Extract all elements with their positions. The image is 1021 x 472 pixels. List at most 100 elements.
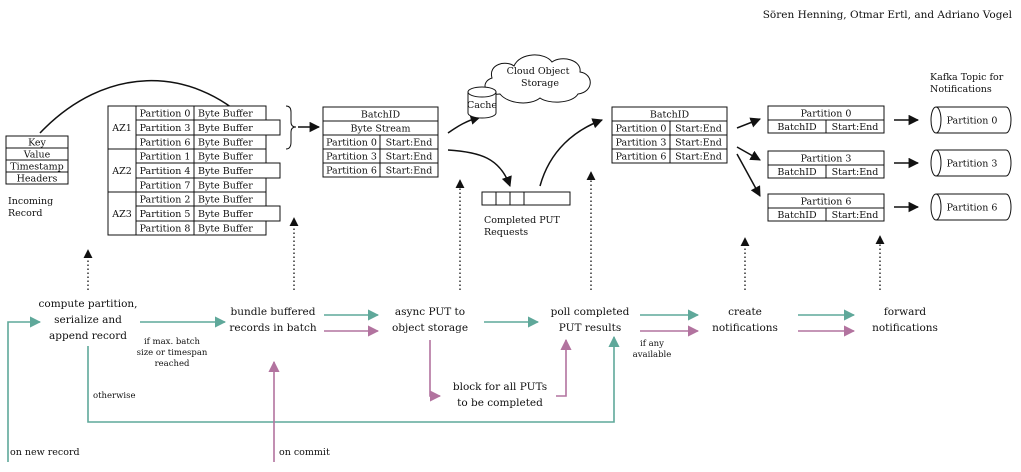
topic-partition-label: Partition 3 [947,159,998,170]
byte-buffer: Byte Buffer [198,138,253,149]
cloud-object-storage: Cloud Object Storage [484,54,591,104]
incoming-record-label-2: Record [8,208,42,219]
az1-brace [285,105,297,150]
topic-partition-label: Partition 6 [947,203,998,214]
batch-to-cloud-arrow [447,114,482,134]
buffer-partition: Partition 6 [140,138,191,149]
notification-6: Partition 6 BatchID Start:End [767,193,885,222]
condition-max-batch-2: size or timespan [137,348,208,358]
batch-partition: Partition 0 [326,138,377,149]
condition-max-batch-3: reached [155,359,190,369]
batch-to-requests-arrow [447,149,512,187]
batch-id: BatchID [361,110,401,121]
notification-id: BatchID [777,210,817,221]
condition-otherwise: otherwise [93,391,136,401]
step-forward-2: notifications [872,322,938,334]
byte-buffer: Byte Buffer [198,224,253,235]
batch-partition: Partition 3 [326,152,377,163]
notification-id: BatchID [777,122,817,133]
record-field-headers: Headers [17,174,58,185]
step-connectors [83,171,885,290]
zone-az1: AZ1 [111,123,132,134]
topic-partition-label: Partition 0 [947,116,998,127]
byte-buffer: Byte Buffer [198,181,253,192]
buffer-partition: Partition 3 [140,123,191,134]
byte-buffer: Byte Buffer [198,123,253,134]
results-partition: Partition 6 [616,152,667,163]
results-partition: Partition 3 [616,138,667,149]
topic-partition-3: Partition 3 [930,149,1012,177]
step-poll: poll completed [551,306,630,318]
incoming-record: Key Value Timestamp Headers Incoming Rec… [5,135,69,219]
notification-0: Partition 0 BatchID Start:End [767,105,885,134]
incoming-record-label: Incoming [8,196,53,207]
kafka-topic-label: Kafka Topic for [930,72,1004,83]
record-field-timestamp: Timestamp [10,162,63,173]
byte-buffer: Byte Buffer [198,166,253,177]
step-compute-2: serialize and [54,314,122,326]
record-to-buffer-arrow [39,79,251,134]
record-field-key: Key [28,138,46,149]
buffer-partition: Partition 7 [140,181,191,192]
record-field-value: Value [23,150,51,161]
step-block: block for all PUTs [453,381,547,393]
completed-put-queue: Completed PUT Requests [481,191,571,238]
cache-label: Cache [467,100,497,111]
condition-any-available-2: available [633,350,672,360]
partition-buffers: AZ1 AZ2 AZ3 Partition 0 Byte Buffer Part… [107,105,281,236]
results-to-notification-arrow [736,117,761,129]
batch-table: BatchID Byte Stream Partition 0 Start:En… [322,106,439,178]
step-put: async PUT to [395,306,465,318]
buffer-partition: Partition 8 [140,224,191,235]
byte-stream: Byte Stream [351,124,411,135]
buffer-partition: Partition 4 [140,166,191,177]
results-partition: Partition 0 [616,124,667,135]
commit-flow-arrows [268,325,856,462]
notification-title: Partition 6 [801,197,852,208]
step-compute-3: append record [49,330,127,342]
step-poll-2: PUT results [559,322,621,334]
condition-new-record: on new record [10,447,80,458]
step-bundle: bundle buffered [231,306,316,318]
byte-buffer: Byte Buffer [198,195,253,206]
zone-az2: AZ2 [111,166,132,177]
results-batch-id: BatchID [650,110,690,121]
zone-az3: AZ3 [111,209,132,220]
step-forward: forward [884,306,926,318]
cloud-label: Cloud Object [507,66,570,77]
step-put-2: object storage [392,322,468,334]
results-table: BatchID Partition 0 Start:End Partition … [611,106,728,164]
buffer-partition: Partition 2 [140,195,191,206]
topic-partition-0: Partition 0 [930,106,1012,134]
condition-commit: on commit [279,447,330,458]
batch-range: Start:End [386,152,433,163]
batch-range: Start:End [386,138,433,149]
byte-buffer: Byte Buffer [198,209,253,220]
buffer-partition: Partition 0 [140,109,191,120]
step-block-2: to be completed [457,397,543,409]
cache-icon: Cache [467,86,497,119]
step-create-2: notifications [712,322,778,334]
batch-range: Start:End [386,166,433,177]
header-authors: Sören Henning, Otmar Ertl, and Adriano V… [763,9,1013,21]
kafka-topic-label-2: Notifications [930,84,992,95]
results-to-notification-arrow [736,146,761,161]
results-range: Start:End [675,152,722,163]
notification-range: Start:End [832,210,879,221]
record-flow-arrows [7,309,856,462]
notification-range: Start:End [832,122,879,133]
step-bundle-2: records in batch [229,322,316,334]
results-range: Start:End [675,138,722,149]
requests-to-results-arrow [539,118,603,187]
completed-put-label: Completed PUT [484,215,561,226]
notification-title: Partition 3 [801,154,852,165]
byte-buffer: Byte Buffer [198,109,253,120]
topic-partition-6: Partition 6 [930,193,1012,221]
step-compute: compute partition, [39,298,138,310]
notification-range: Start:End [832,167,879,178]
notification-3: Partition 3 BatchID Start:End [767,150,885,179]
buffer-partition: Partition 5 [140,209,191,220]
notification-title: Partition 0 [801,109,852,120]
byte-buffer: Byte Buffer [198,152,253,163]
